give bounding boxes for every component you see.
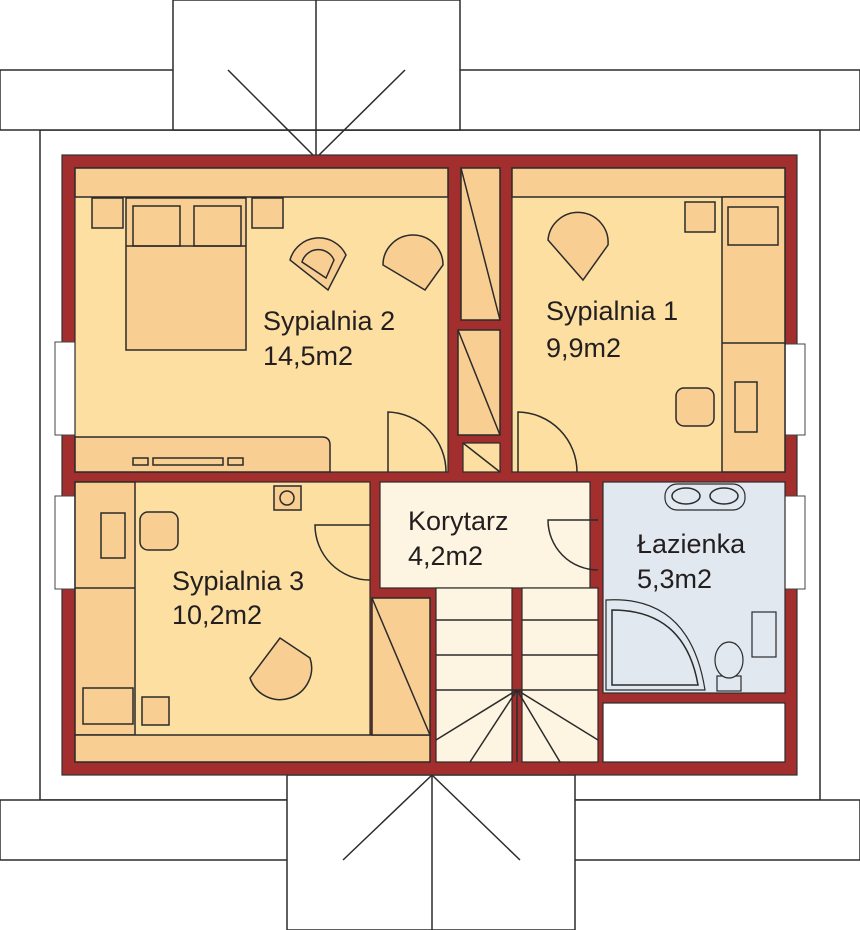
windows xyxy=(54,341,806,590)
closets xyxy=(457,167,501,473)
chair xyxy=(675,387,715,427)
room-name: Korytarz xyxy=(408,506,509,536)
room-name: Łazienka xyxy=(637,529,746,559)
bathtub xyxy=(605,599,706,691)
room-area: 10,2m2 xyxy=(172,600,262,630)
armchair xyxy=(382,234,444,291)
room-sypialnia-2: Sypialnia 2 14,5m2 xyxy=(74,167,449,473)
room-lazienka: Łazienka 5,3m2 xyxy=(602,481,786,694)
chimney xyxy=(273,485,302,511)
shelf xyxy=(511,167,786,198)
armchair xyxy=(289,237,347,292)
room-name: Sypialnia 2 xyxy=(263,306,395,336)
wardrobe xyxy=(74,436,331,473)
room-area: 5,3m2 xyxy=(637,564,712,594)
room-name: Sypialnia 1 xyxy=(546,296,678,326)
stairs xyxy=(435,587,599,763)
chair xyxy=(139,511,179,551)
shelf xyxy=(74,167,449,198)
room-area: 4,2m2 xyxy=(408,541,483,571)
nightstand xyxy=(91,197,124,229)
room-sypialnia-3: Sypialnia 3 10,2m2 xyxy=(74,481,431,763)
room-name: Sypialnia 3 xyxy=(172,566,304,596)
armchair xyxy=(249,636,313,701)
nightstand xyxy=(251,197,284,229)
room-korytarz: Korytarz 4,2m2 xyxy=(379,481,599,763)
room-area: 14,5m2 xyxy=(263,341,353,371)
room-area: 9,9m2 xyxy=(546,333,621,363)
storage xyxy=(602,702,786,763)
double-sink xyxy=(664,483,746,511)
doors xyxy=(387,411,578,473)
armchair xyxy=(547,211,609,282)
room-sypialnia-1: Sypialnia 1 9,9m2 xyxy=(511,167,786,473)
